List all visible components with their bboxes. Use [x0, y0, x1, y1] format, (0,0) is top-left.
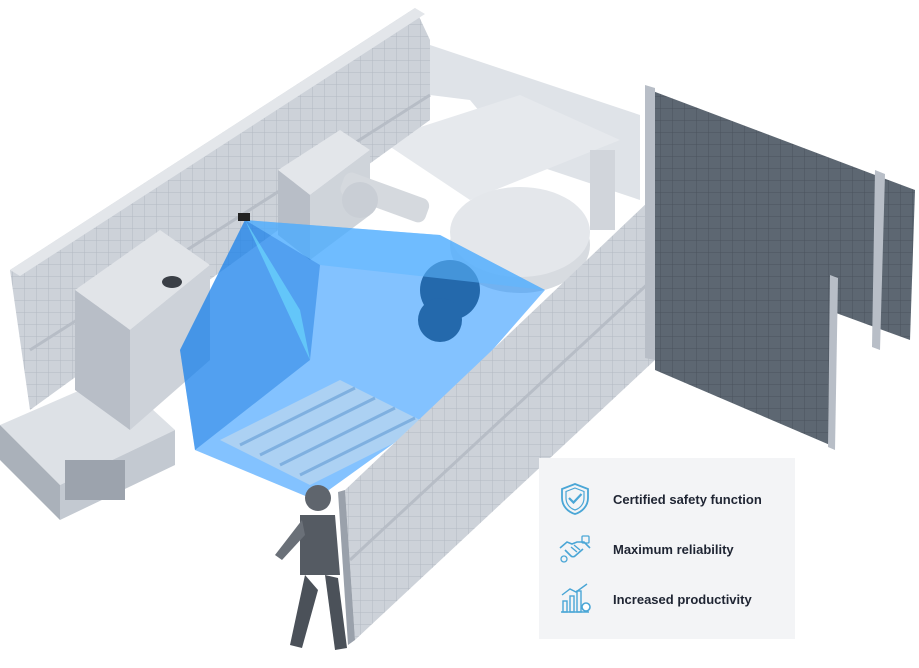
feature-item-reliability: Maximum reliability	[557, 524, 795, 574]
feature-item-productivity: Increased productivity	[557, 574, 795, 624]
feature-label: Certified safety function	[613, 491, 762, 507]
floor-area	[380, 45, 640, 200]
features-card: Certified safety function Maximum reliab…	[539, 458, 795, 639]
right-dark-fences	[645, 85, 915, 450]
bar-chart-gear-icon	[561, 583, 591, 613]
machine-block	[75, 230, 210, 430]
shield-check-icon	[561, 483, 589, 515]
feature-label: Maximum reliability	[613, 541, 734, 557]
feature-item-safety: Certified safety function	[557, 474, 795, 524]
feature-label: Increased productivity	[613, 591, 752, 607]
worker-figure	[275, 485, 347, 650]
front-fence	[338, 200, 655, 645]
pallet	[220, 380, 430, 485]
handshake-icon	[559, 535, 591, 563]
